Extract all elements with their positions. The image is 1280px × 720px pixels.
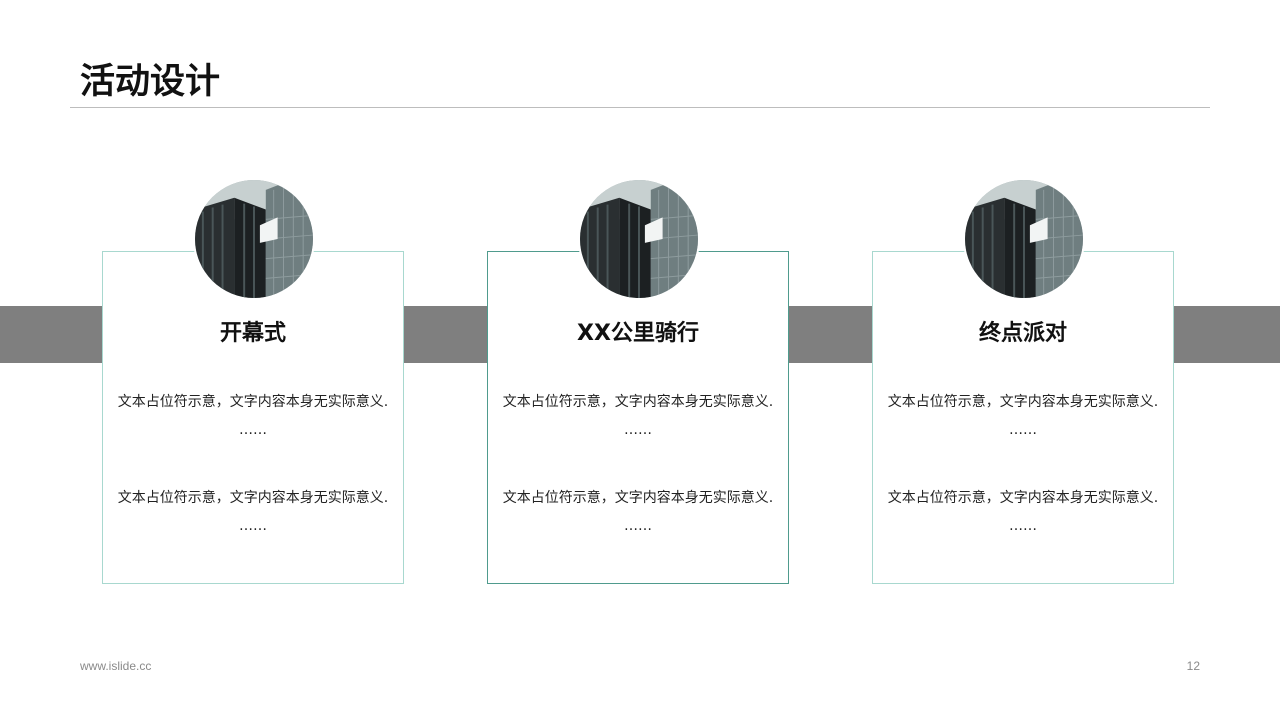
building-photo-icon: [580, 180, 698, 298]
building-photo-icon: [578, 178, 700, 300]
paragraph-ellipsis: ……: [1009, 422, 1037, 438]
card-opening: 开幕式 文本占位符示意，文字内容本身无实际意义. …… 文本占位符示意，文字内容…: [102, 251, 404, 584]
card-title: XX公里骑行: [577, 321, 699, 346]
paragraph-ellipsis: ……: [624, 518, 652, 534]
paragraph-line: 文本占位符示意，文字内容本身无实际意义.: [117, 394, 389, 410]
page-number: 12: [1186, 659, 1200, 673]
title-divider: [70, 107, 1210, 108]
paragraph-line: 文本占位符示意，文字内容本身无实际意义.: [887, 394, 1159, 410]
paragraph-line: 文本占位符示意，文字内容本身无实际意义.: [502, 490, 774, 506]
paragraph-ellipsis: ……: [624, 422, 652, 438]
footer-url: www.islide.cc: [80, 659, 152, 673]
card-party: 终点派对 文本占位符示意，文字内容本身无实际意义. …… 文本占位符示意，文字内…: [872, 251, 1174, 584]
card-title: 开幕式: [219, 321, 286, 346]
paragraph-line: 文本占位符示意，文字内容本身无实际意义.: [502, 394, 774, 410]
card-paragraph: 文本占位符示意，文字内容本身无实际意义. ……: [873, 484, 1173, 540]
card-title: 终点派对: [978, 321, 1067, 346]
building-photo-icon: [963, 178, 1085, 300]
building-photo-icon: [965, 180, 1083, 298]
slide-title: 活动设计: [80, 62, 221, 102]
building-photo-icon: [193, 178, 315, 300]
card-cycling: XX公里骑行 文本占位符示意，文字内容本身无实际意义. …… 文本占位符示意，文…: [487, 251, 789, 584]
paragraph-ellipsis: ……: [239, 422, 267, 438]
card-paragraph: 文本占位符示意，文字内容本身无实际意义. ……: [488, 388, 788, 444]
paragraph-ellipsis: ……: [239, 518, 267, 534]
paragraph-line: 文本占位符示意，文字内容本身无实际意义.: [887, 490, 1159, 506]
building-photo-icon: [195, 180, 313, 298]
card-paragraph: 文本占位符示意，文字内容本身无实际意义. ……: [103, 388, 403, 444]
paragraph-ellipsis: ……: [1009, 518, 1037, 534]
card-paragraph: 文本占位符示意，文字内容本身无实际意义. ……: [873, 388, 1173, 444]
card-paragraph: 文本占位符示意，文字内容本身无实际意义. ……: [488, 484, 788, 540]
card-paragraph: 文本占位符示意，文字内容本身无实际意义. ……: [103, 484, 403, 540]
paragraph-line: 文本占位符示意，文字内容本身无实际意义.: [117, 490, 389, 506]
